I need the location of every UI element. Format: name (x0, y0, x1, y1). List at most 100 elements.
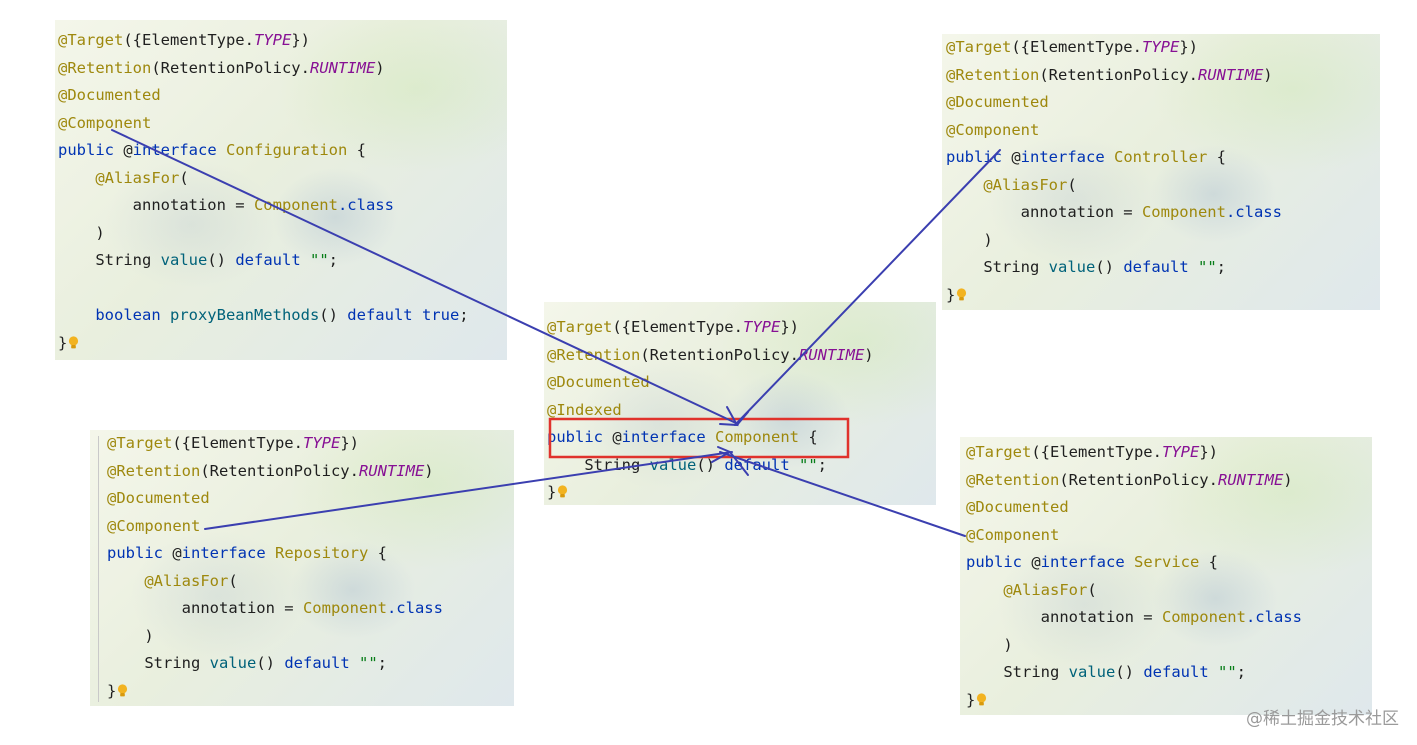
code-token: value (209, 654, 257, 672)
code-line: ) (107, 623, 443, 651)
code-token: String (107, 654, 210, 672)
code-token: TYPE (1141, 38, 1180, 56)
code-token: @ (123, 141, 133, 159)
code-token: @Component (107, 516, 201, 535)
code-token: () (1115, 663, 1144, 681)
code-line: @Documented (946, 89, 1282, 117)
code-token: RUNTIME (1197, 65, 1264, 84)
code-token: TYPE (253, 31, 292, 49)
code-line: @Documented (107, 485, 443, 513)
code-line: @Target({ElementType.TYPE}) (107, 430, 443, 458)
code-token: "" (309, 251, 329, 269)
code-token: } (946, 285, 956, 304)
code-line: @Target({ElementType.TYPE}) (547, 314, 874, 342)
code-token: ) (946, 230, 993, 249)
code-line: @Target({ElementType.TYPE}) (946, 34, 1282, 62)
code-token: public (966, 553, 1032, 571)
code-token: @Retention (58, 58, 152, 77)
code-token: { (1207, 148, 1226, 166)
code-token: Repository (275, 544, 369, 562)
code-token: } (107, 681, 117, 700)
code-line: public @interface Component { (547, 424, 874, 452)
component-code: @Target({ElementType.TYPE})@Retention(Re… (547, 314, 874, 505)
code-token: Component (1161, 608, 1246, 626)
code-token: default (1143, 663, 1218, 681)
code-line: String value() default ""; (946, 254, 1282, 282)
code-token: ) (864, 345, 874, 364)
code-token: Component (715, 428, 799, 446)
code-line: boolean proxyBeanMethods() default true; (58, 302, 469, 330)
code-token: annotation = (107, 599, 303, 617)
code-token: annotation = (966, 608, 1162, 626)
code-token: RUNTIME (1217, 470, 1284, 489)
code-token: @AliasFor (144, 571, 229, 590)
code-token: @Target (547, 318, 613, 336)
configuration-code: @Target({ElementType.TYPE})@Retention(Re… (58, 27, 469, 357)
code-token: @Target (58, 31, 124, 49)
code-token: () (1095, 258, 1124, 276)
lightbulb-icon[interactable] (117, 680, 128, 696)
code-token: { (347, 141, 366, 159)
code-line: } (946, 282, 1282, 310)
code-token: String (58, 251, 161, 269)
lightbulb-icon[interactable] (976, 689, 987, 705)
code-token: TYPE (1161, 443, 1200, 461)
code-token: @Component (946, 120, 1040, 139)
code-token: ; (459, 306, 469, 324)
lightbulb-icon[interactable] (557, 481, 568, 498)
code-line: @Component (966, 522, 1302, 550)
component-code-panel: @Target({ElementType.TYPE})@Retention(Re… (544, 302, 936, 505)
code-token: RUNTIME (309, 58, 376, 77)
code-token: default (284, 654, 359, 672)
code-token: @AliasFor (95, 168, 180, 187)
code-token: "" (1197, 258, 1217, 276)
code-token: Configuration (226, 141, 348, 159)
code-line: @Documented (58, 82, 469, 110)
code-token: Controller (1114, 148, 1208, 166)
code-line: annotation = Component.class (966, 604, 1302, 632)
arrow-from-service (719, 451, 966, 537)
fold-gutter (98, 436, 113, 702)
code-token: }) (291, 31, 310, 49)
code-token: ) (1283, 470, 1293, 489)
lightbulb-icon[interactable] (956, 284, 967, 300)
code-token: TYPE (742, 318, 781, 336)
code-token: @Component (58, 113, 152, 132)
code-token: ; (328, 251, 338, 269)
code-token: annotation = (58, 196, 254, 214)
code-token: Component (253, 196, 338, 214)
code-token: @ (612, 428, 622, 446)
code-token: } (58, 333, 68, 352)
code-token: ( (1067, 175, 1077, 194)
code-token: proxyBeanMethods (169, 306, 320, 324)
code-line: @AliasFor( (107, 568, 443, 596)
code-line: @Documented (966, 494, 1302, 522)
code-token: annotation = (946, 203, 1142, 221)
code-token: value (1048, 258, 1096, 276)
arrow-from-repository (204, 451, 733, 530)
component-declaration-highlight (548, 417, 850, 459)
code-token: @Target (107, 434, 173, 452)
code-token: }) (340, 434, 359, 452)
repository-code: @Target({ElementType.TYPE})@Retention(Re… (107, 430, 443, 705)
code-token: @AliasFor (983, 175, 1068, 194)
code-line: } (547, 479, 874, 505)
configuration-code-panel: @Target({ElementType.TYPE})@Retention(Re… (55, 20, 507, 360)
code-token: @Target (946, 38, 1012, 56)
service-code: @Target({ElementType.TYPE})@Retention(Re… (966, 439, 1302, 714)
code-token: default true (347, 306, 460, 324)
code-token: public (547, 428, 613, 446)
code-token: @Component (966, 525, 1060, 544)
code-line: annotation = Component.class (946, 199, 1282, 227)
code-token: @Retention (946, 65, 1040, 84)
code-line: public @interface Configuration { (58, 137, 469, 165)
code-token: @Documented (946, 93, 1049, 111)
code-token: ) (375, 58, 385, 77)
code-token: .class (1245, 608, 1302, 626)
code-token: (RetentionPolicy. (1059, 470, 1218, 489)
lightbulb-icon[interactable] (68, 332, 79, 348)
code-line: String value() default ""; (107, 650, 443, 678)
code-line: ) (966, 632, 1302, 660)
code-line: public @interface Repository { (107, 540, 443, 568)
arrow-from-controller (734, 149, 1001, 426)
